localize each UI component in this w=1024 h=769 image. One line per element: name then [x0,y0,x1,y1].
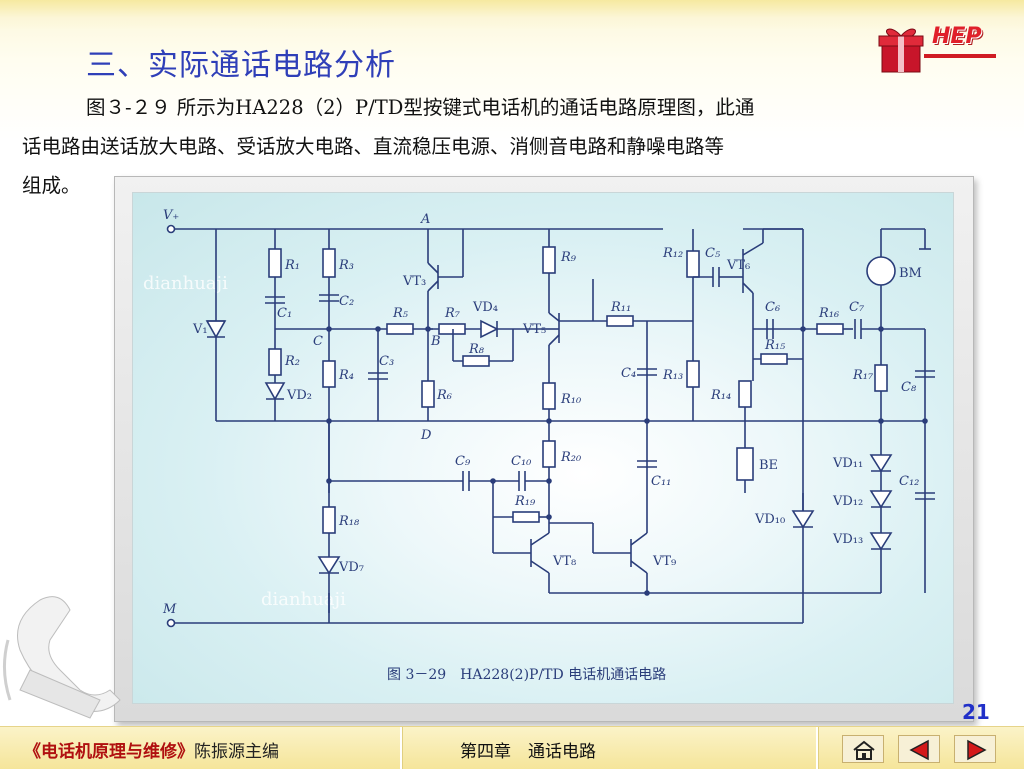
label-c1: C₁ [277,306,292,321]
paragraph-line-1: 图３-２９ 所示为HA228（2）P/TD型按键式电话机的通话电路原理图，此通 [86,96,755,119]
label-r15: R₁₅ [764,338,786,353]
paragraph-line-2: 话电路由送话放大电路、受话放大电路、直流稳压电源、消侧音电路和静噪电路等 [22,135,725,158]
label-c6: C₆ [765,300,780,315]
label-vd10: VD₁₀ [754,512,785,527]
label-c12: C₁₂ [899,474,919,489]
arrow-right-icon [967,739,987,761]
label-c5: C₅ [705,246,721,261]
label-c: C [313,334,323,349]
hep-underline [924,54,996,58]
label-vt6: VT₆ [726,258,750,273]
label-vd13: VD₁₃ [832,532,863,547]
label-a: A [420,212,430,227]
label-c11: C₁₁ [651,474,671,489]
footer-divider [400,727,402,769]
label-c8: C₈ [901,380,917,395]
label-vt8: VT₈ [552,554,576,569]
label-vd7: VD₇ [338,560,364,575]
circuit-figure: dianhuaji dianhuaji [132,192,954,704]
label-be: BE [759,458,778,473]
telephone-illustration [3,596,121,719]
label-r3: R₃ [338,258,354,273]
label-c3: C₃ [379,354,394,369]
watermark-2: dianhuaji [261,589,346,610]
label-r12: R₁₂ [662,246,683,261]
label-vplus: V₊ [163,208,179,223]
label-r9: R₉ [560,250,577,265]
label-r2: R₂ [284,354,300,369]
label-c2: C₂ [339,294,354,309]
label-r1: R₁ [284,258,300,273]
home-icon [853,740,875,760]
label-d: D [420,428,432,443]
label-c9: C₉ [455,454,471,469]
label-r19: R₁₉ [514,494,536,509]
label-r20: R₂₀ [560,450,582,465]
watermark-1: dianhuaji [143,273,228,294]
label-r13: R₁₃ [662,368,683,383]
label-c10: C₁₀ [511,454,532,469]
label-r11: R₁₁ [610,300,631,315]
footer-book-title: 《电话机原理与维修》陈振源主编 [24,737,279,762]
hep-logo-text: HEP [932,24,982,49]
slide-title: 三、实际通话电路分析 [86,48,396,83]
top-band [0,0,1024,30]
label-b: B [430,334,441,349]
home-button[interactable] [842,735,884,763]
label-c4: C₄ [621,366,636,381]
label-r5: R₅ [392,306,409,321]
label-vt5: VT₅ [522,322,546,337]
arrow-left-icon [909,739,929,761]
label-r6: R₆ [436,388,452,403]
circuit-diagram: dianhuaji dianhuaji [143,208,935,683]
label-vt3: VT₃ [402,274,426,289]
label-r8: R₈ [468,342,485,357]
label-r17: R₁₇ [852,368,874,383]
figure-caption: 图 3－29 HA228(2)P/TD 电话机通话电路 [387,667,666,683]
label-vd2: VD₂ [286,388,312,403]
label-vd4: VD₄ [472,300,498,315]
label-r7: R₇ [444,306,461,321]
footer-divider [816,727,818,769]
label-r16: R₁₆ [818,306,839,321]
label-r18: R₁₈ [338,514,360,529]
label-v1: V₁ [192,322,208,337]
label-r14: R₁₄ [710,388,731,403]
label-vt9: VT₉ [652,554,676,569]
page-number: 21 [962,700,990,724]
label-m: M [162,602,177,617]
label-c7: C₇ [849,300,865,315]
hep-logo[interactable]: HEP [872,18,1002,80]
book-editor: 陈振源主编 [194,742,279,762]
slide-paragraph: 图３-２９ 所示为HA228（2）P/TD型按键式电话机的通话电路原理图，此通 … [22,88,982,205]
paragraph-line-3: 组成。 [22,174,81,197]
book-title: 《电话机原理与维修》 [24,742,194,762]
label-r10: R₁₀ [560,392,582,407]
footer-chapter: 第四章 通话电路 [460,742,596,762]
gift-box-icon [878,28,924,73]
label-r4: R₄ [338,368,354,383]
label-vd11: VD₁₁ [832,456,863,471]
label-vd12: VD₁₂ [832,494,863,509]
label-bm: BM [899,266,922,281]
next-button[interactable] [954,735,996,763]
previous-button[interactable] [898,735,940,763]
